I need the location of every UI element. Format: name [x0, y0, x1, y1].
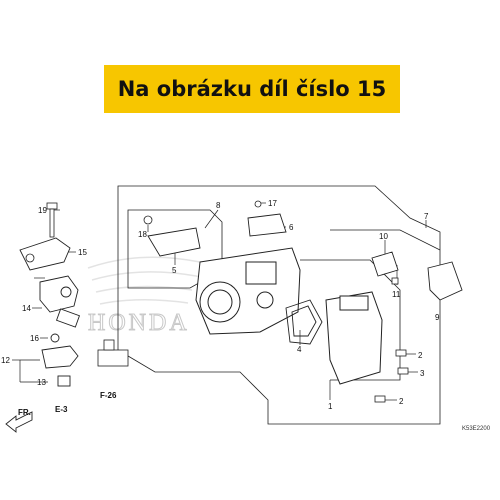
bracket-6 [247, 213, 287, 237]
front-arrow-icon [5, 411, 33, 433]
label-4: 4 [297, 345, 302, 354]
oring-16 [50, 333, 60, 343]
label-11: 11 [392, 290, 401, 299]
control-unit-1 [325, 291, 383, 385]
unit-box-outline [300, 259, 401, 381]
label-19: 19 [38, 206, 47, 215]
label-7: 7 [424, 212, 429, 221]
throttle-body [195, 247, 301, 335]
label-9: 9 [435, 313, 440, 322]
label-6: 6 [289, 223, 294, 232]
honda-watermark-text: HONDA [88, 310, 190, 336]
label-5: 5 [172, 266, 177, 275]
nut-13 [57, 375, 71, 387]
diagram-code: K53E2200 [462, 426, 491, 432]
label-fr: FR. [18, 408, 31, 417]
sensor-14 [39, 275, 81, 328]
label-3: 3 [420, 369, 425, 378]
label-10: 10 [379, 232, 388, 241]
bracket-10 [371, 251, 399, 277]
label-8: 8 [216, 201, 221, 210]
part-number-banner: Na obrázku díl číslo 15 [104, 65, 400, 113]
screw-18 [143, 215, 153, 225]
bolt-19 [46, 202, 58, 238]
label-12: 12 [1, 356, 10, 365]
label-f26: F-26 [100, 391, 117, 400]
assembly-outline [117, 185, 441, 425]
label-2-lower: 2 [399, 397, 404, 406]
label-14: 14 [22, 304, 31, 313]
label-16: 16 [30, 334, 39, 343]
bracket-15 [19, 237, 71, 271]
label-17: 17 [268, 199, 277, 208]
bolt-11 [391, 277, 399, 285]
bolt-2-lower [374, 395, 386, 403]
label-15: 15 [78, 248, 87, 257]
screw-17 [254, 200, 262, 208]
gasket-4 [285, 299, 323, 345]
connector-f26 [97, 339, 129, 367]
banner-text: Na obrázku díl číslo 15 [117, 77, 387, 101]
bolt-2-upper [395, 349, 407, 357]
sensor-9 [427, 261, 463, 301]
cover-5 [147, 227, 201, 257]
label-e3: E-3 [55, 405, 68, 414]
bolt-3 [397, 367, 409, 375]
connector-12 [41, 345, 79, 369]
label-18: 18 [138, 230, 147, 239]
label-2-upper: 2 [418, 351, 423, 360]
sensor-box-outline [330, 229, 441, 251]
label-13: 13 [37, 378, 46, 387]
label-1: 1 [328, 402, 333, 411]
